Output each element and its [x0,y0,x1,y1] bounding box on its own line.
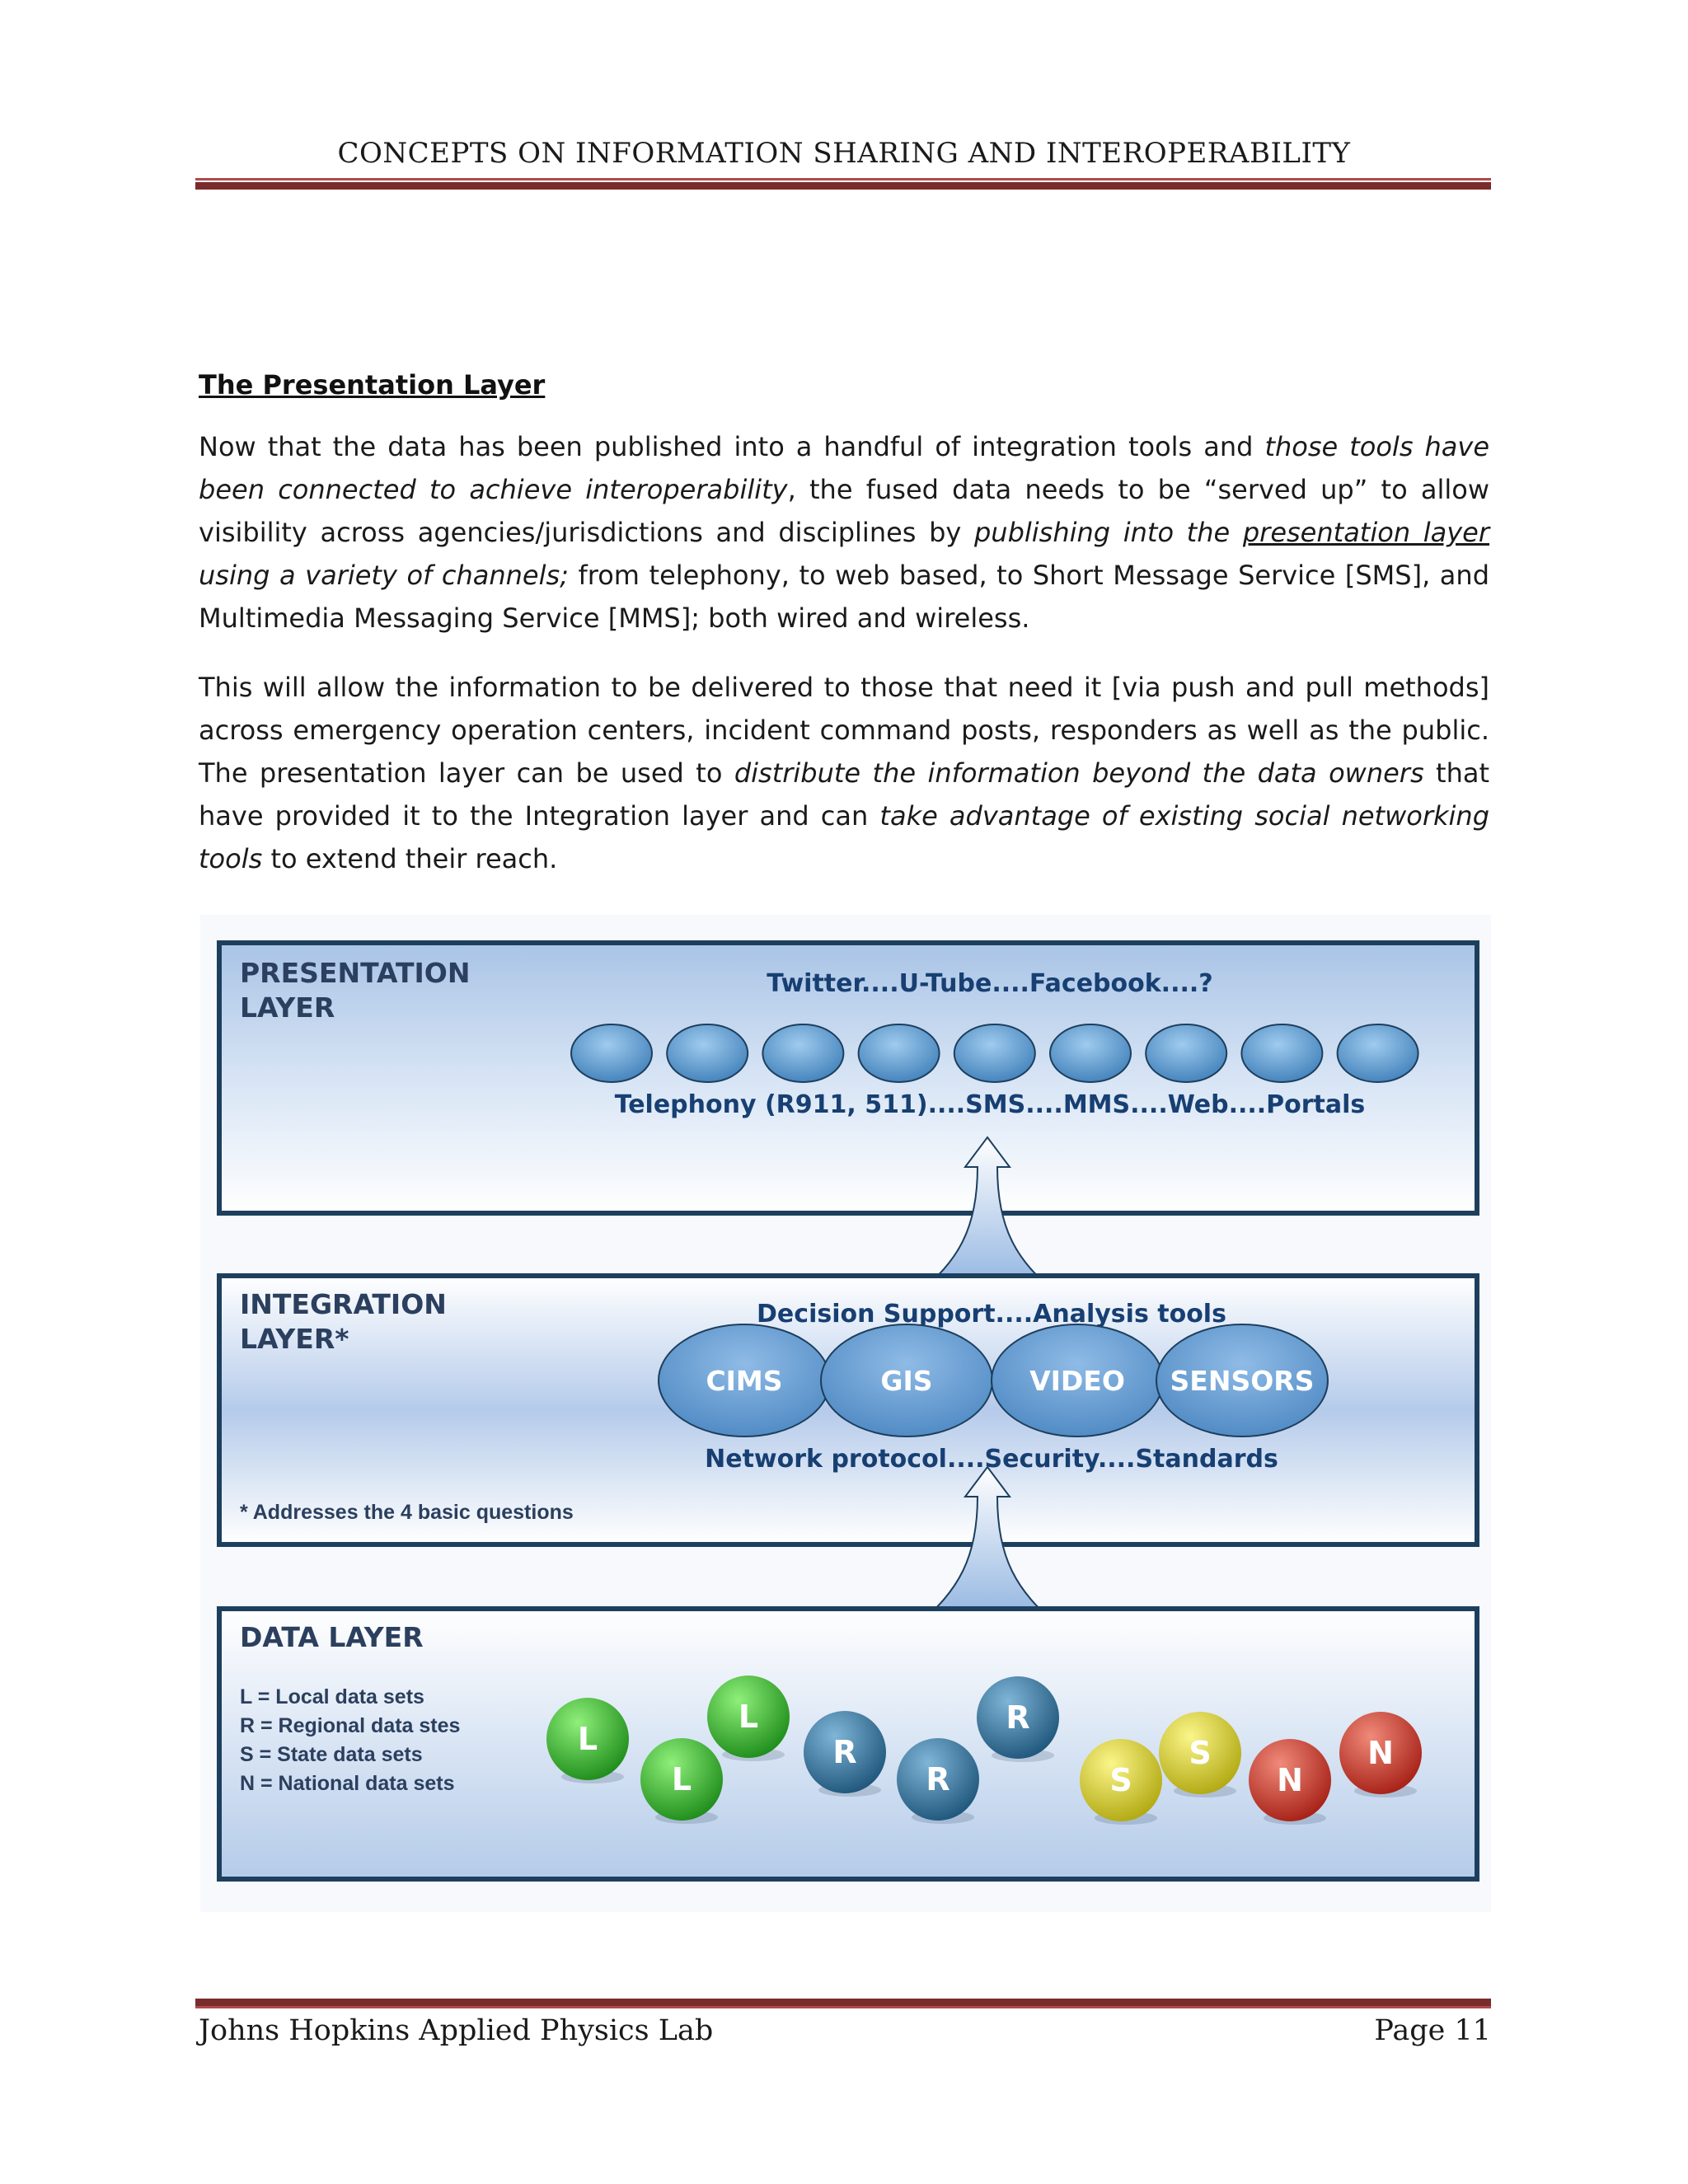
ball-sphere [546,1698,629,1780]
data-ball-l: L [707,1675,790,1761]
ball-label: L [672,1761,692,1797]
header-rule [195,178,1491,190]
tool-oval-video: VIDEO [991,1324,1164,1437]
data-ball-r: R [977,1676,1059,1762]
layer-diagram-svg: PRESENTATION LAYER Twitter....U-Tube....… [200,915,1491,1912]
channel-bubble [953,1024,1036,1083]
ball-label: R [832,1734,856,1770]
channel-bubble [570,1024,653,1083]
ball-label: L [578,1721,598,1757]
integration-footnote: * Addresses the 4 basic questions [240,1501,574,1524]
running-header: CONCEPTS ON INFORMATION SHARING AND INTE… [337,137,1351,170]
ball-sphere [804,1711,886,1793]
integration-tools: CIMS GIS VIDEO SENSORS [658,1324,1329,1437]
legend-local: L = Local data sets [240,1685,424,1708]
data-layer-title: DATA LAYER [240,1621,424,1653]
footer-page-number: Page 11 [1374,2014,1491,2047]
paragraph-1: Now that the data has been published int… [199,431,1490,634]
ball-label: R [926,1761,950,1797]
data-set-balls: L L L R R R S S N N [546,1675,1422,1825]
integration-layer-title-1: INTEGRATION [240,1288,447,1320]
network-caption: Network protocol....Security....Standard… [705,1445,1278,1474]
main-content: The Presentation Layer Now that the data… [199,369,1489,907]
ball-sphere [977,1676,1059,1759]
presentation-layer-panel: PRESENTATION LAYER Twitter....U-Tube....… [217,940,1479,1216]
ball-sphere [1080,1739,1162,1821]
channel-bubbles [570,1024,1419,1083]
integration-layer-title-2: LAYER* [240,1323,349,1355]
data-ball-r: R [804,1711,886,1797]
ball-label: N [1277,1762,1303,1798]
channel-bubble [1145,1024,1228,1083]
footer-organization: Johns Hopkins Applied Physics Lab [199,2014,714,2047]
svg-text:CIMS: CIMS [706,1365,782,1397]
presentation-layer-title-1: PRESENTATION [240,957,470,989]
legend-state: S = State data sets [240,1743,423,1766]
social-media-caption: Twitter....U-Tube....Facebook....? [767,969,1212,998]
ball-sphere [1159,1712,1241,1794]
ball-label: R [1006,1699,1029,1736]
channel-bubble [762,1024,845,1083]
data-ball-s: S [1080,1739,1162,1825]
data-ball-l: L [640,1738,723,1824]
svg-text:SENSORS: SENSORS [1170,1365,1315,1397]
channels-caption: Telephony (R911, 511)....SMS....MMS....W… [615,1090,1366,1119]
data-ball-n: N [1249,1739,1331,1825]
ball-sphere [897,1738,979,1821]
ball-sphere [1249,1739,1331,1821]
ball-label: S [1189,1735,1211,1771]
data-ball-r: R [897,1738,979,1824]
data-ball-n: N [1339,1712,1422,1797]
channel-bubble [1049,1024,1132,1083]
analysis-tools-caption: Decision Support....Analysis tools [757,1300,1226,1329]
ball-sphere [1339,1712,1422,1794]
presentation-layer-title-2: LAYER [240,991,335,1024]
legend-regional: R = Regional data stes [240,1714,460,1737]
ball-label: S [1109,1762,1132,1798]
paragraph-2: This will allow the information to be de… [199,672,1490,874]
integration-layer-panel: INTEGRATION LAYER* Decision Support....A… [217,1273,1479,1547]
tool-oval-gis: GIS [820,1324,993,1437]
data-ball-l: L [546,1698,629,1783]
channel-bubble [857,1024,940,1083]
tool-oval-sensors: SENSORS [1156,1324,1329,1437]
ball-label: N [1367,1735,1394,1771]
legend-national: N = National data sets [240,1772,455,1795]
data-layer-panel: DATA LAYER L = Local data sets R = Regio… [217,1606,1479,1882]
section-title: The Presentation Layer [199,369,546,401]
tool-oval-cims: CIMS [658,1324,831,1437]
layer-diagram: PRESENTATION LAYER Twitter....U-Tube....… [200,915,1491,1912]
channel-bubble [1240,1024,1324,1083]
data-ball-s: S [1159,1712,1241,1797]
channel-bubble [666,1024,749,1083]
ball-sphere [707,1675,790,1758]
svg-text:GIS: GIS [880,1365,932,1397]
ball-label: L [738,1699,758,1735]
channel-bubble [1336,1024,1419,1083]
ball-sphere [640,1738,723,1821]
data-legend: L = Local data sets R = Regional data st… [240,1685,460,1795]
svg-text:VIDEO: VIDEO [1029,1365,1125,1397]
footer-rule [195,1999,1491,2008]
